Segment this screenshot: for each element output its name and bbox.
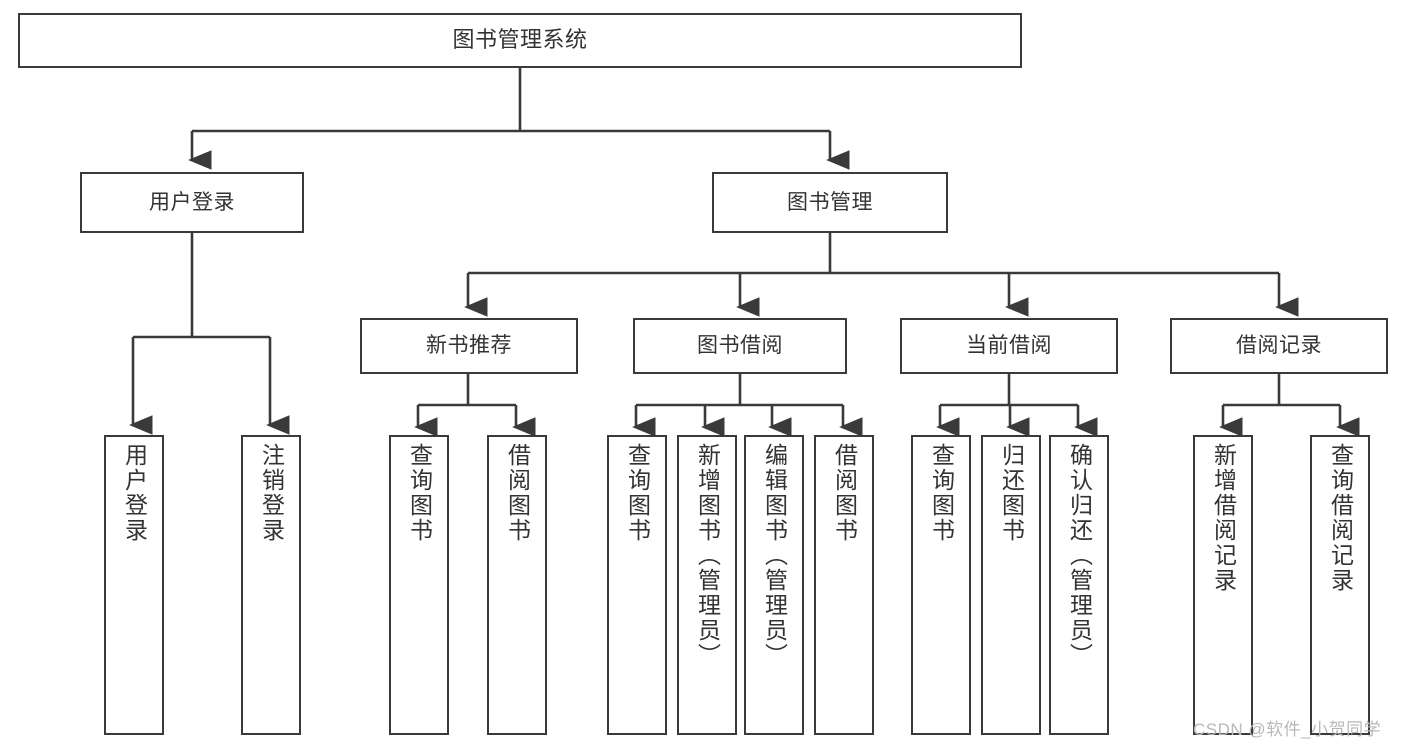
node-label: 借阅图书	[504, 443, 531, 543]
node-label: 新增图书（管理员）	[694, 443, 721, 668]
node-label: 用户登录	[121, 443, 148, 543]
leaf-query-book-recommend[interactable]: 查询图书	[389, 435, 449, 735]
watermark: CSDN @软件_小贺同学	[1193, 720, 1382, 739]
node-label: 注销登录	[258, 443, 285, 543]
node-label: 归还图书	[998, 443, 1025, 543]
leaf-query-book-current[interactable]: 查询图书	[911, 435, 971, 735]
node-label: 借阅图书	[831, 443, 858, 543]
leaf-borrow-book[interactable]: 借阅图书	[814, 435, 874, 735]
node-user-login[interactable]: 用户登录	[80, 172, 304, 233]
leaf-add-borrow-record[interactable]: 新增借阅记录	[1193, 435, 1253, 735]
node-label: 图书借阅	[697, 334, 783, 358]
leaf-user-login[interactable]: 用户登录	[104, 435, 164, 735]
node-borrow-record[interactable]: 借阅记录	[1170, 318, 1388, 374]
leaf-add-book-admin[interactable]: 新增图书（管理员）	[677, 435, 737, 735]
node-label: 当前借阅	[966, 334, 1052, 358]
node-label: 查询借阅记录	[1327, 443, 1354, 593]
node-book-management[interactable]: 图书管理	[712, 172, 948, 233]
leaf-borrow-book-recommend[interactable]: 借阅图书	[487, 435, 547, 735]
node-book-borrow[interactable]: 图书借阅	[633, 318, 847, 374]
node-label: 新增借阅记录	[1210, 443, 1237, 593]
leaf-edit-book-admin[interactable]: 编辑图书（管理员）	[744, 435, 804, 735]
node-label: 图书管理	[787, 190, 873, 214]
node-label: 查询图书	[406, 443, 433, 543]
node-root-book-management-system[interactable]: 图书管理系统	[18, 13, 1022, 68]
node-label: 新书推荐	[426, 334, 512, 358]
node-label: 用户登录	[149, 190, 235, 214]
node-label: 编辑图书（管理员）	[761, 443, 788, 668]
leaf-confirm-return-admin[interactable]: 确认归还（管理员）	[1049, 435, 1109, 735]
leaf-query-book-borrow[interactable]: 查询图书	[607, 435, 667, 735]
leaf-query-borrow-record[interactable]: 查询借阅记录	[1310, 435, 1370, 735]
node-label: 借阅记录	[1236, 334, 1322, 358]
node-current-borrow[interactable]: 当前借阅	[900, 318, 1118, 374]
node-label: 图书管理系统	[452, 27, 588, 53]
leaf-logout[interactable]: 注销登录	[241, 435, 301, 735]
node-label: 查询图书	[928, 443, 955, 543]
node-label: 查询图书	[624, 443, 651, 543]
node-label: 确认归还（管理员）	[1066, 443, 1093, 668]
leaf-return-book[interactable]: 归还图书	[981, 435, 1041, 735]
node-new-book-recommend[interactable]: 新书推荐	[360, 318, 578, 374]
